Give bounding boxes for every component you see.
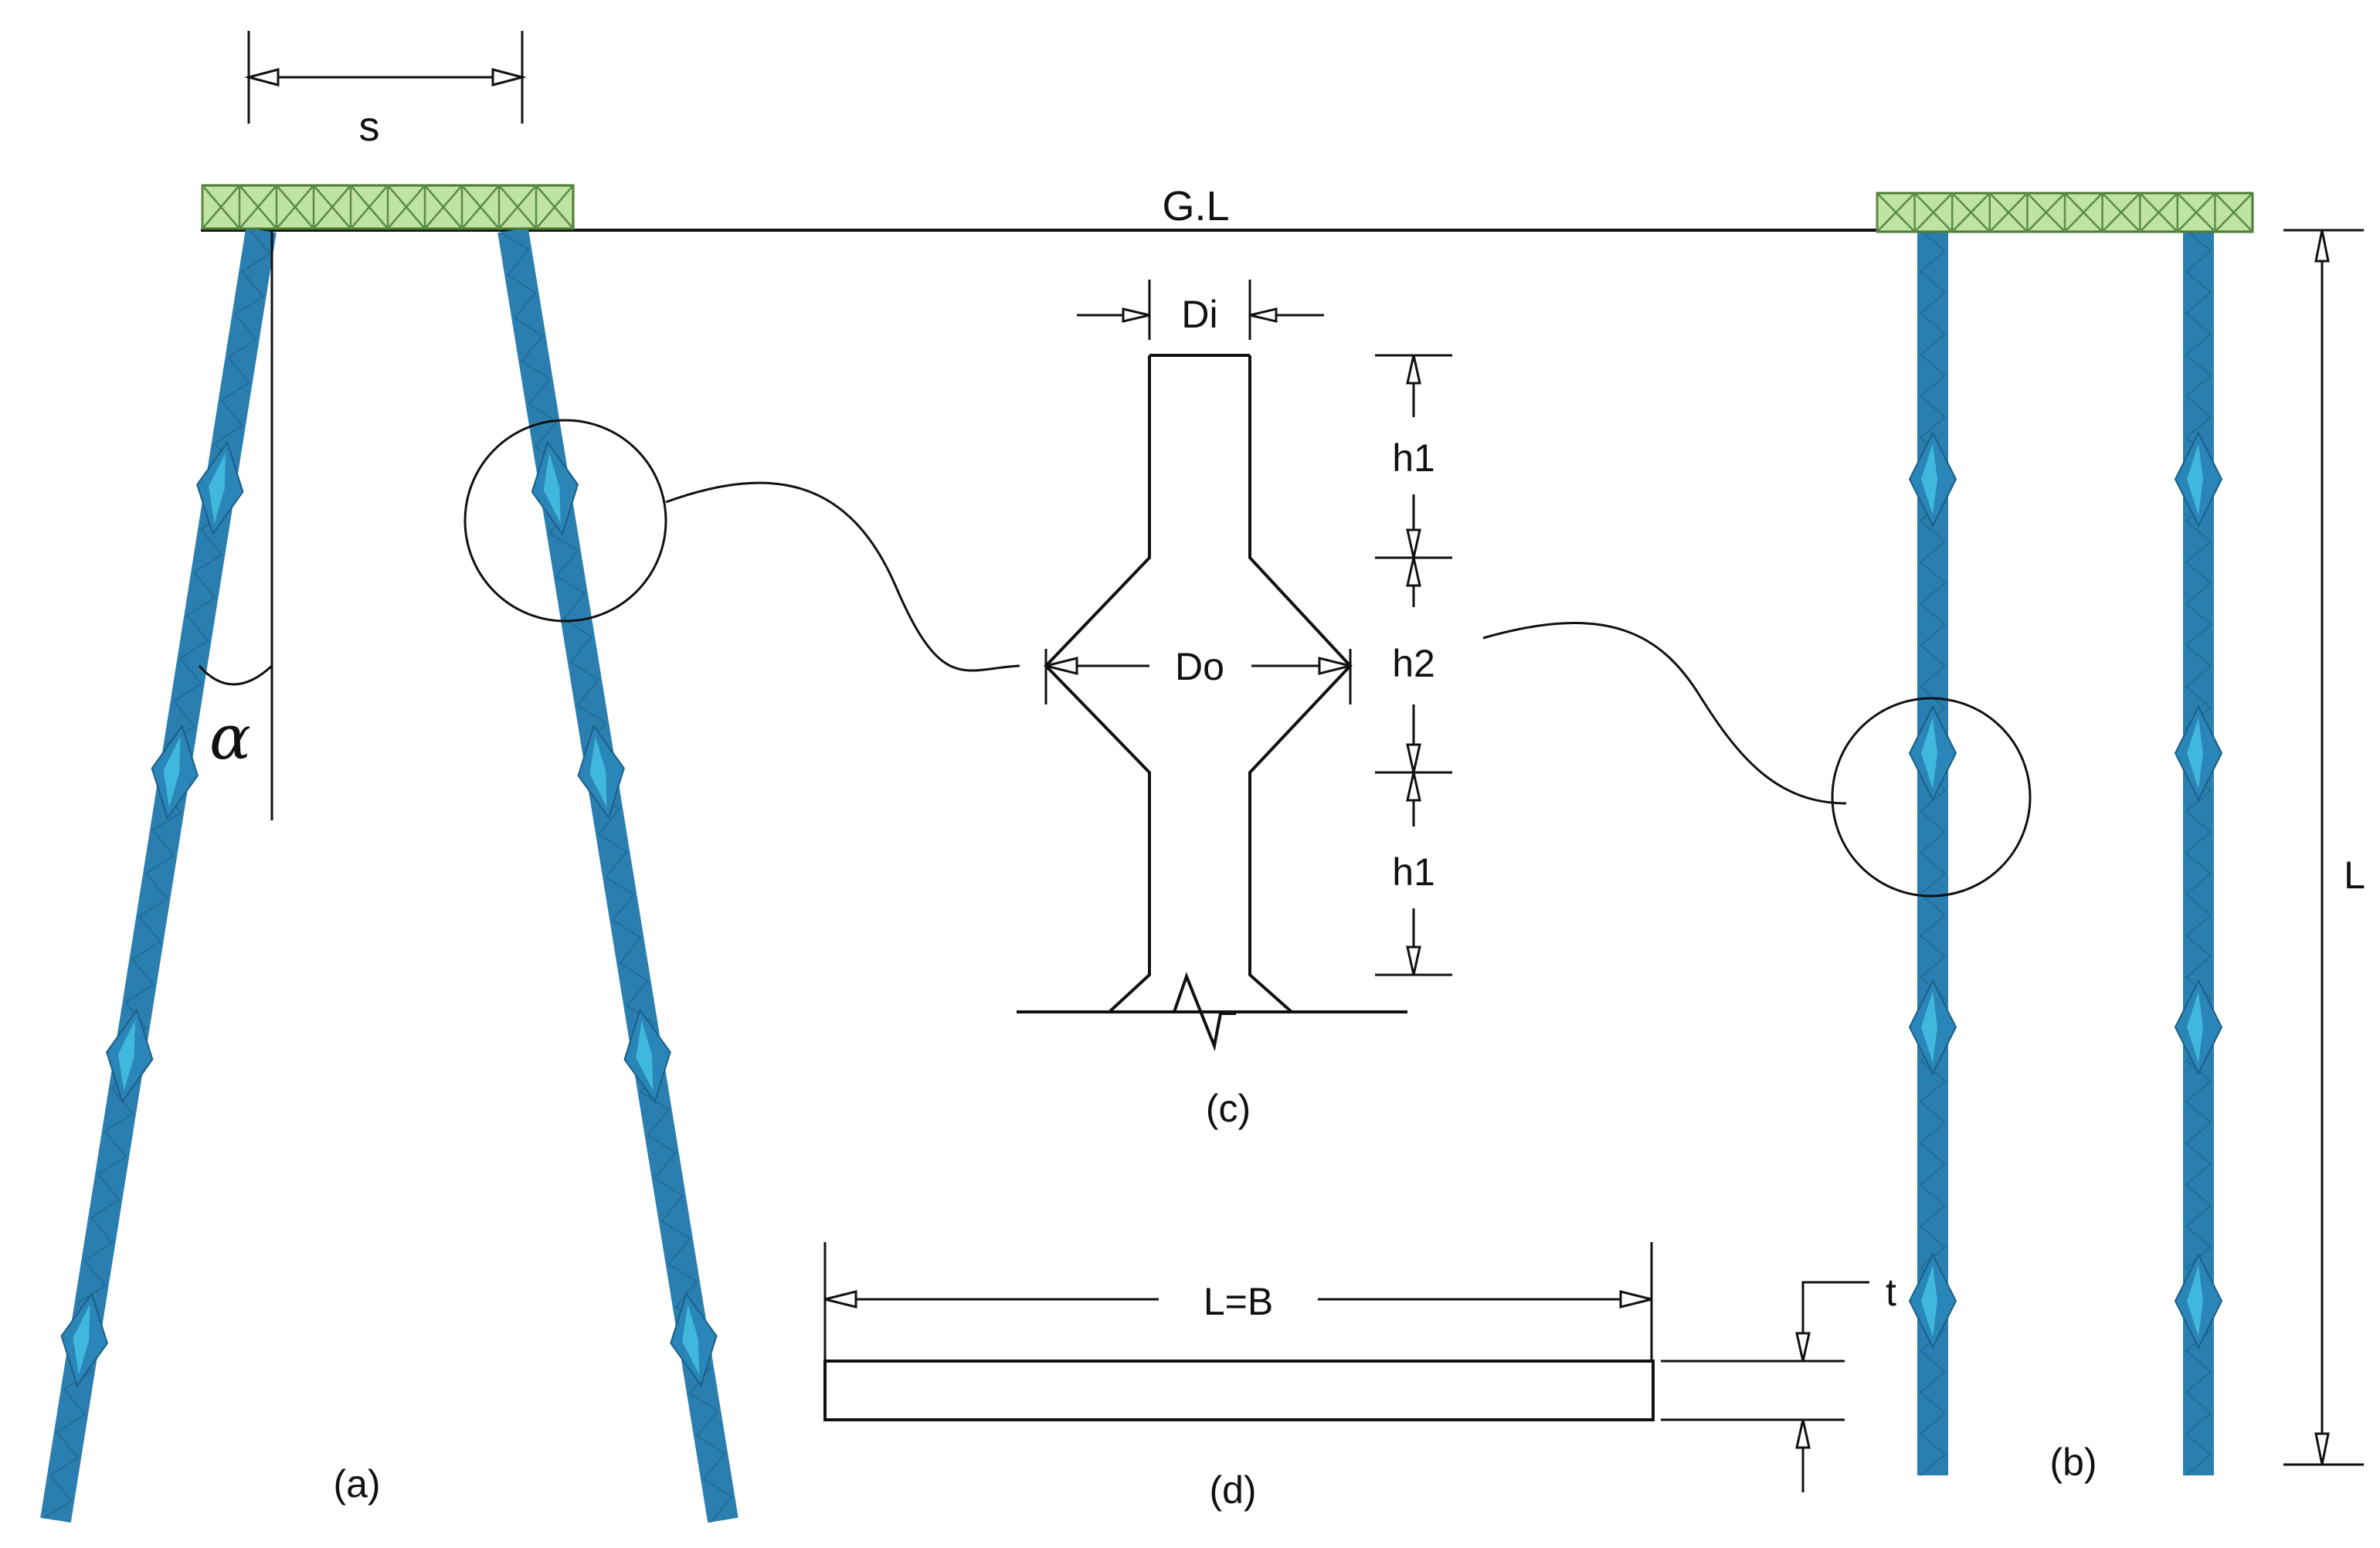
pile-mesh bbox=[500, 231, 733, 1523]
pile-bulb-highlight bbox=[163, 736, 181, 807]
cap-length-label: L=B bbox=[1204, 1280, 1273, 1323]
pile-bulb-highlight bbox=[2187, 717, 2203, 789]
outer-diameter-label: Do bbox=[1175, 645, 1224, 688]
pile-mesh bbox=[2185, 229, 2212, 1476]
pile-cap-b bbox=[1876, 192, 2254, 233]
pile-bulb-highlight bbox=[209, 453, 226, 524]
pile-bulb-highlight bbox=[2187, 991, 2203, 1063]
panel-label-d: (d) bbox=[1209, 1468, 1256, 1512]
detail-connector-a bbox=[665, 481, 1020, 672]
cap-mesh bbox=[1876, 192, 2253, 233]
inclined-pile-right bbox=[497, 227, 738, 1523]
pile-bulb-highlight bbox=[682, 1304, 700, 1375]
pile-bulb-highlight bbox=[543, 453, 561, 524]
panel-label-a: (a) bbox=[333, 1462, 380, 1506]
pile-bulb-highlight bbox=[636, 1020, 654, 1091]
length-label: L bbox=[2344, 854, 2365, 897]
pile-bulb-highlight bbox=[2187, 443, 2203, 515]
spacing-label: s bbox=[359, 104, 380, 150]
angle-indicator bbox=[198, 230, 273, 820]
inner-diameter-dimension bbox=[1077, 280, 1324, 340]
pile-cap-a bbox=[201, 184, 575, 230]
outer-diameter-dimension bbox=[1044, 649, 1352, 704]
pile-mesh bbox=[1919, 229, 1947, 1476]
shaft-height-top-label: h1 bbox=[1392, 436, 1435, 480]
inner-diameter-label: Di bbox=[1181, 293, 1217, 336]
pile-bulb-highlight bbox=[1921, 443, 1937, 515]
bulb-section-outline bbox=[1017, 354, 1407, 1052]
angle-label: α bbox=[209, 701, 251, 773]
cap-plate bbox=[823, 1360, 1655, 1421]
panel-label-c: (c) bbox=[1206, 1087, 1251, 1130]
inclined-pile-left bbox=[40, 227, 277, 1523]
pile-bulb-highlight bbox=[117, 1020, 135, 1091]
detail-circle-a bbox=[463, 419, 667, 623]
spacing-dimension bbox=[244, 31, 527, 124]
pile-mesh bbox=[42, 227, 271, 1519]
pile-bulb-highlight bbox=[2187, 1265, 2203, 1337]
vertical-pile-right bbox=[2174, 229, 2223, 1476]
ground-level-label: G.L bbox=[1162, 183, 1229, 229]
thickness-dimension bbox=[1661, 1281, 1869, 1492]
pile-bulb-highlight bbox=[73, 1304, 90, 1375]
pile-bulb-highlight bbox=[1921, 717, 1937, 789]
pile-bulb-highlight bbox=[1921, 991, 1937, 1063]
shaft-height-bottom-label: h1 bbox=[1392, 850, 1435, 894]
height-dimensions bbox=[1375, 354, 1452, 976]
length-dimension bbox=[2283, 229, 2364, 1466]
cap-plate-dimension bbox=[823, 1242, 1653, 1360]
detail-circle-b bbox=[1831, 697, 2032, 898]
bulb-height-label: h2 bbox=[1392, 642, 1435, 685]
thickness-label: t bbox=[1886, 1271, 1896, 1314]
vertical-pile-left bbox=[1908, 229, 1957, 1476]
cap-mesh bbox=[201, 185, 574, 229]
detail-connector-b bbox=[1482, 622, 1847, 805]
panel-label-b: (b) bbox=[2049, 1441, 2097, 1484]
pile-bulb-highlight bbox=[589, 736, 607, 807]
pile-bulb-highlight bbox=[1921, 1265, 1937, 1337]
